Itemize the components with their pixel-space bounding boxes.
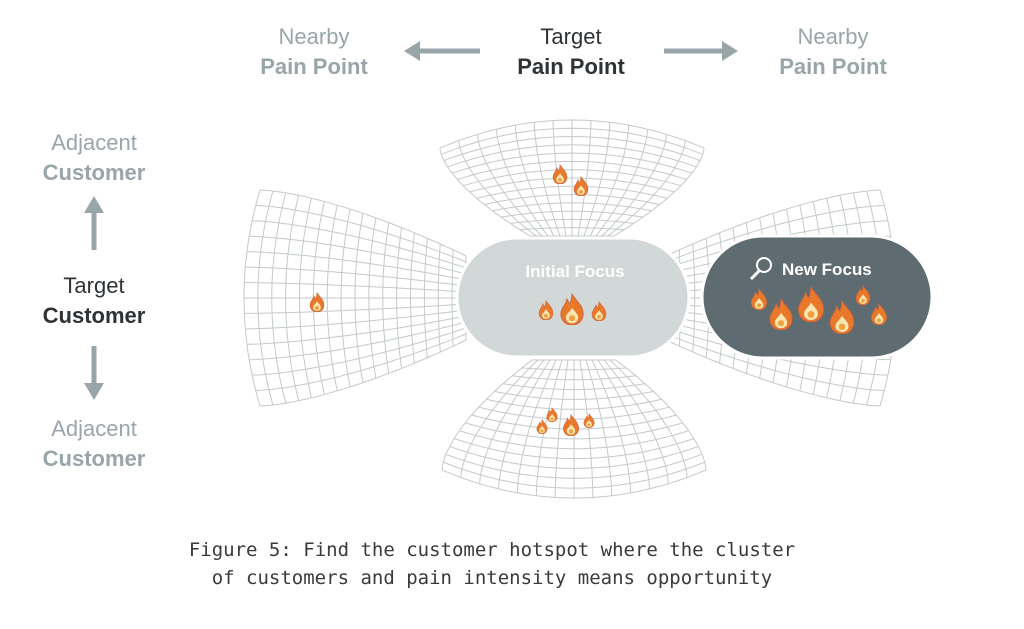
new-focus-pill: New Focus — [700, 234, 934, 360]
flame-icon — [309, 292, 325, 312]
magnifier-icon — [749, 257, 772, 281]
arrow-right-icon — [664, 41, 738, 61]
initial-focus-label: Initial Focus — [525, 262, 624, 281]
figure-caption: Figure 5: Find the customer hotspot wher… — [188, 539, 796, 589]
arrow-left-icon — [404, 41, 480, 61]
flame-icon — [562, 414, 580, 436]
new-focus-label: New Focus — [782, 260, 872, 279]
arrow-down-icon — [84, 346, 104, 400]
arrow-up-icon — [84, 196, 104, 250]
initial-focus-pill: Initial Focus — [455, 236, 691, 359]
flame-icon — [552, 164, 568, 184]
flame-icon — [583, 413, 595, 428]
flame-icon — [573, 176, 589, 196]
